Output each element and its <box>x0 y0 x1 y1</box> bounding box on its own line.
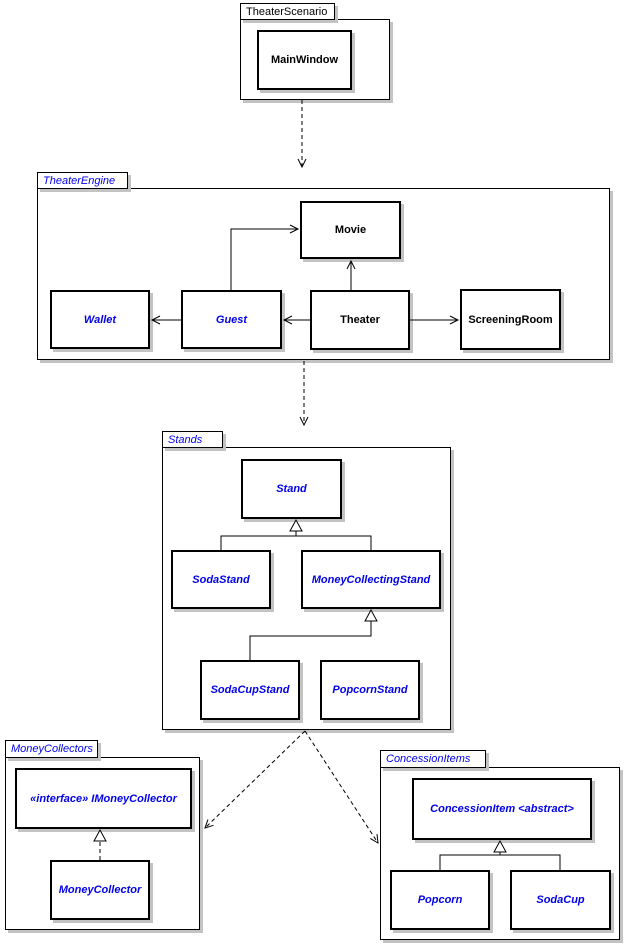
class-label: MoneyCollectingStand <box>311 573 431 586</box>
class-label: «interface» IMoneyCollector <box>30 792 177 805</box>
class-label: SodaCupStand <box>210 684 290 696</box>
class-label: Theater <box>340 314 380 326</box>
class-label: Stand <box>276 483 307 495</box>
package-tab-theater-scenario[interactable]: TheaterScenario <box>240 3 335 20</box>
class-concession-item[interactable]: ConcessionItem <abstract> <box>412 778 592 840</box>
class-soda-cup-stand[interactable]: SodaCupStand <box>200 660 300 720</box>
class-popcorn-stand[interactable]: PopcornStand <box>320 660 420 720</box>
package-label: Stands <box>168 433 203 446</box>
class-label: ConcessionItem <abstract> <box>430 803 574 815</box>
package-label: TheaterEngine <box>43 174 116 187</box>
class-soda-cup[interactable]: SodaCup <box>510 870 611 930</box>
class-label: MainWindow <box>270 54 339 66</box>
class-main-window[interactable]: MainWindow <box>257 30 352 90</box>
class-label: Popcorn <box>417 894 463 906</box>
package-tab-concession-items[interactable]: ConcessionItems <box>380 750 486 768</box>
class-movie[interactable]: Movie <box>300 201 401 259</box>
class-stand[interactable]: Stand <box>241 459 342 519</box>
class-theater[interactable]: Theater <box>310 290 410 350</box>
class-label: SodaStand <box>192 573 250 586</box>
package-label: MoneyCollectors <box>11 743 93 755</box>
class-label: PopcornStand <box>332 684 408 696</box>
class-label: ScreeningRoom <box>468 313 553 326</box>
class-label: MoneyCollector <box>58 884 142 896</box>
class-label: Guest <box>215 313 248 326</box>
class-money-collector[interactable]: MoneyCollector <box>50 860 150 920</box>
edge-stands-concession-items <box>304 730 379 844</box>
class-imoney-collector[interactable]: «interface» IMoneyCollector <box>15 768 192 829</box>
package-tab-stands[interactable]: Stands <box>162 431 223 448</box>
class-screening-room[interactable]: ScreeningRoom <box>460 289 561 350</box>
class-label: SodaCup <box>536 894 585 906</box>
edge-stands-money-collectors <box>204 730 306 829</box>
package-label: ConcessionItems <box>386 753 471 765</box>
package-tab-money-collectors[interactable]: MoneyCollectors <box>5 740 98 758</box>
class-guest[interactable]: Guest <box>181 290 282 349</box>
class-money-collecting-stand[interactable]: MoneyCollectingStand <box>301 550 441 609</box>
class-label: Wallet <box>83 313 117 326</box>
class-soda-stand[interactable]: SodaStand <box>171 550 271 609</box>
package-label: TheaterScenario <box>246 5 328 18</box>
package-tab-theater-engine[interactable]: TheaterEngine <box>37 172 128 189</box>
class-label: Movie <box>334 224 367 236</box>
class-wallet[interactable]: Wallet <box>50 290 150 349</box>
class-popcorn[interactable]: Popcorn <box>390 870 490 930</box>
